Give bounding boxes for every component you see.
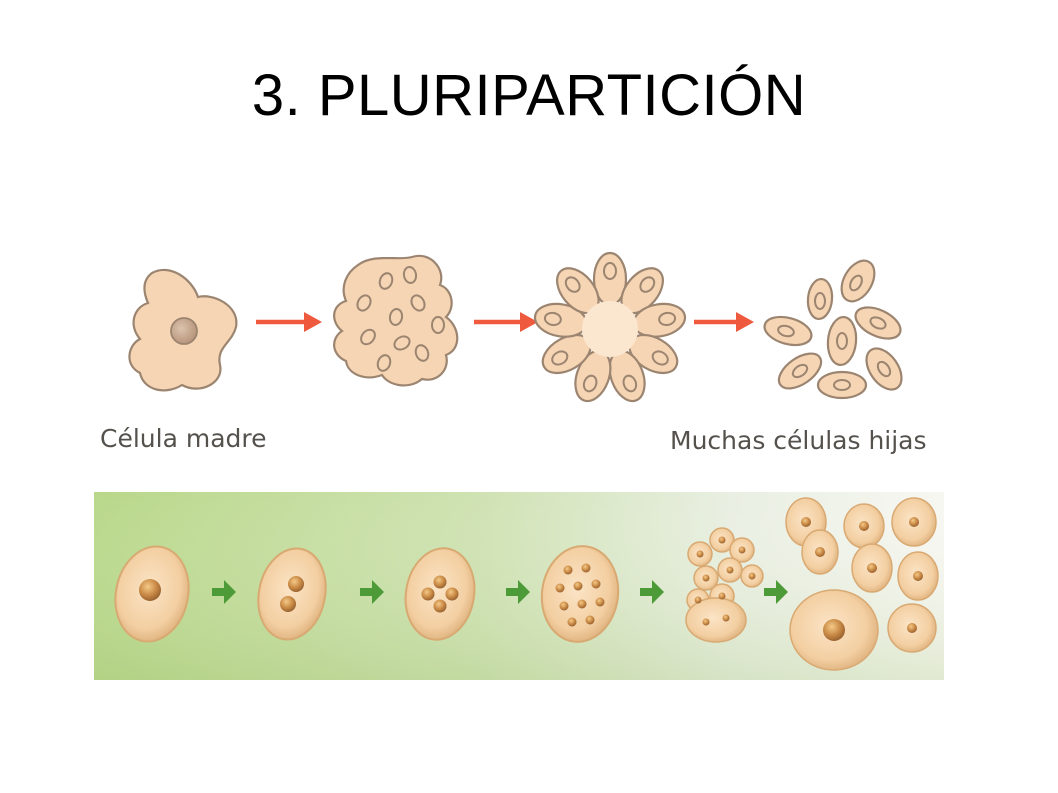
- right-arrow-icon: [694, 312, 754, 332]
- rosette-cell: [533, 251, 687, 403]
- photo-cell-stage-4: [540, 545, 620, 643]
- photo-cell-stage-5: [685, 527, 764, 643]
- photo-cell-stage-1: [114, 545, 190, 643]
- photo-cell-stage-2: [257, 547, 327, 641]
- right-arrow-icon: [764, 580, 788, 604]
- mother-cell: [128, 268, 238, 392]
- right-arrow-icon: [256, 312, 322, 332]
- label-daughter-cells: Muchas células hijas: [670, 426, 927, 455]
- schematic-diagram: Célula madre Muchas células hijas: [100, 251, 927, 455]
- right-arrow-icon: [640, 580, 664, 604]
- daughter-cells: [763, 259, 903, 400]
- right-arrow-icon: [506, 580, 530, 604]
- multinucleate-cell: [333, 254, 459, 387]
- photo-cell-stage-6: [785, 497, 939, 671]
- right-arrow-icon: [474, 312, 538, 332]
- right-arrow-icon: [360, 580, 384, 604]
- slide-title: 3. PLURIPARTICIÓN: [251, 63, 807, 128]
- label-mother-cell: Célula madre: [100, 424, 267, 453]
- photo-cell-stage-3: [404, 547, 476, 641]
- right-arrow-icon: [212, 580, 236, 604]
- microscopy-strip: [94, 492, 944, 680]
- nucleus: [170, 317, 198, 345]
